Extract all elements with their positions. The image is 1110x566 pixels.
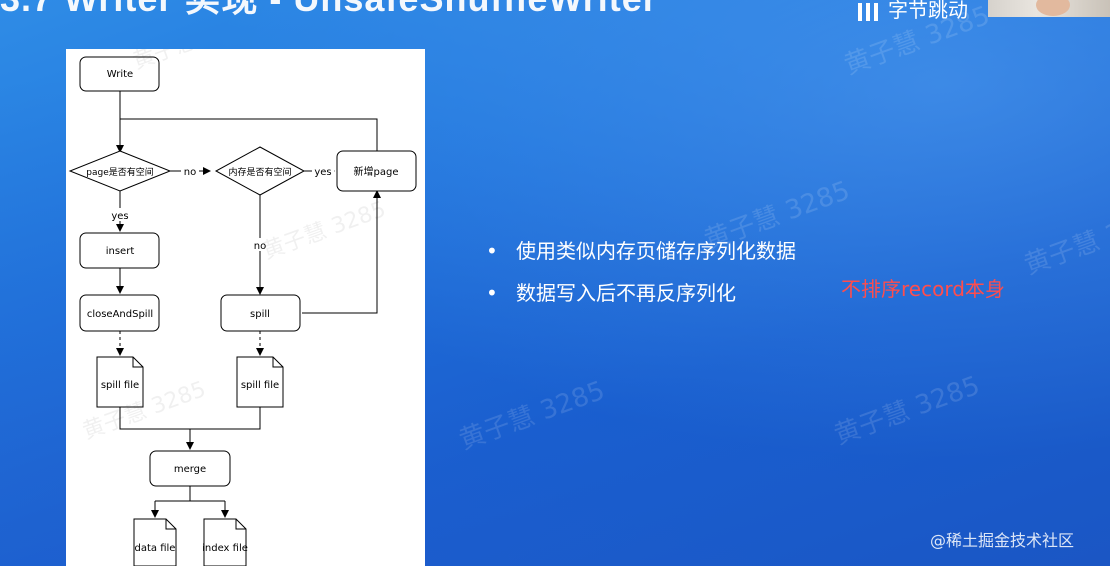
company-logo: 字节跳动 [858, 0, 968, 23]
bullet-text: 使用类似内存页储存序列化数据 [516, 239, 796, 263]
node-memory-check [214, 146, 306, 196]
label-index-file: index file [202, 543, 248, 554]
node-write [79, 56, 160, 92]
panel-watermark: 黄子慧 3285 [260, 197, 390, 265]
node-data-file [133, 518, 177, 566]
edge-spill-to-newpage [302, 190, 381, 314]
bullet-item: • 使用类似内存页储存序列化数据 [486, 236, 796, 278]
logo-bars-icon [858, 2, 882, 21]
node-merge [149, 450, 231, 487]
label-merge: merge [174, 464, 206, 475]
bullet-list: • 使用类似内存页储存序列化数据 • 数据写入后不再反序列化 [486, 236, 796, 320]
presenter-face [1036, 0, 1070, 16]
node-page-check [68, 150, 172, 192]
logo-text: 字节跳动 [888, 0, 968, 22]
bullet-dot-icon: • [486, 239, 498, 263]
red-annotation: 不排序record本身 [841, 277, 1005, 301]
presenter-webcam [988, 0, 1110, 17]
file-fold-right [272, 357, 283, 368]
bullet-dot-icon: • [486, 281, 498, 305]
file-fold-data [165, 519, 176, 530]
node-insert [79, 232, 160, 269]
flowchart-panel: no yes yes no Write page是否有空间 内存是否有空间 新增… [66, 49, 425, 566]
node-close-and-spill [79, 294, 160, 332]
edge-label-no: no [184, 167, 196, 178]
flowchart-svg: no yes yes no Write page是否有空间 内存是否有空间 新增… [68, 49, 417, 566]
label-write: Write [107, 69, 133, 80]
bullet-text: 数据写入后不再反序列化 [516, 281, 736, 305]
label-spill-file-left: spill file [101, 380, 139, 391]
node-new-page [336, 150, 417, 192]
label-insert: insert [106, 246, 135, 257]
file-fold-left [132, 357, 143, 368]
label-data-file: data file [135, 543, 176, 554]
site-credit: @稀土掘金技术社区 [930, 531, 1075, 550]
label-memory-check: 内存是否有空间 [228, 166, 291, 178]
node-spill-file-left [96, 356, 144, 408]
node-spill [220, 294, 301, 332]
label-close-and-spill: closeAndSpill [87, 309, 153, 320]
label-spill-file-right: spill file [241, 380, 279, 391]
edge-label-no-down: no [254, 241, 266, 252]
edge-newpage-loop [120, 118, 378, 151]
label-spill: spill [250, 309, 270, 320]
file-fold-index [235, 519, 246, 530]
label-page-check: page是否有空间 [86, 166, 153, 178]
slide-title: 3.7 Writer 实现 - UnsafeShuffleWriter [0, 0, 658, 19]
edge-label-yes-down: yes [111, 211, 128, 222]
bullet-item: • 数据写入后不再反序列化 [486, 278, 796, 320]
edge-label-yes-right: yes [314, 167, 331, 178]
node-spill-file-right [236, 356, 284, 408]
node-index-file [203, 518, 247, 566]
label-new-page: 新增page [354, 165, 399, 178]
